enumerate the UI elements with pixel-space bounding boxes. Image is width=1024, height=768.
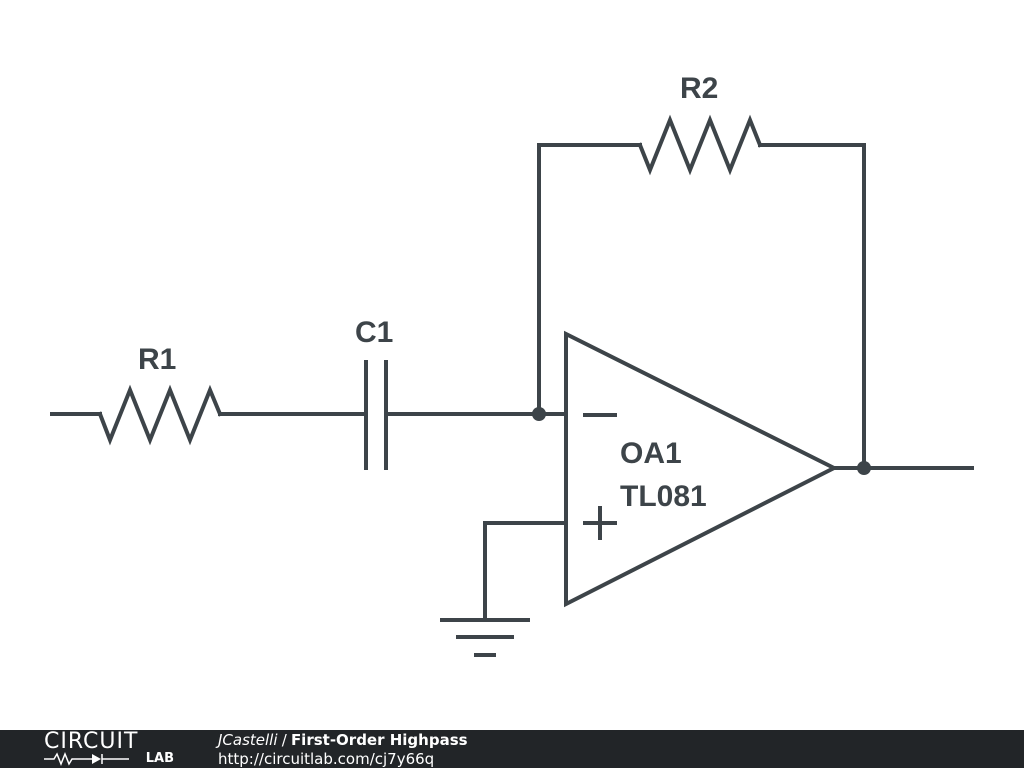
footer-separator: /	[281, 731, 287, 749]
junction-dot-inverting	[532, 407, 546, 421]
junction-dot-output	[857, 461, 871, 475]
opamp-triangle-icon	[564, 330, 839, 608]
schematic-canvas: R1 C1 R2 OA1 TL081	[50, 72, 974, 657]
oa1-part-label: TL081	[620, 480, 707, 513]
footer-info: JCastelli / First-Order Highpass http://…	[218, 731, 468, 768]
r1-label: R1	[138, 343, 176, 376]
circuitlab-logo[interactable]: CIRCUIT LAB	[44, 730, 176, 768]
footer-bar: CIRCUIT LAB JCastelli / First-Order High…	[0, 730, 1024, 768]
author-link[interactable]: JCastelli	[218, 731, 278, 749]
circuit-title: First-Order Highpass	[290, 731, 468, 749]
logo-circuit-icon	[44, 752, 129, 766]
c1-label: C1	[355, 316, 393, 349]
r2-label: R2	[680, 72, 718, 105]
r1-resistor-icon	[97, 384, 223, 446]
logo-bottom-row: LAB	[44, 752, 176, 766]
oa1-label: OA1	[620, 437, 682, 470]
r2-resistor-icon	[637, 114, 763, 176]
ground-icon	[440, 618, 530, 657]
logo-top-text: CIRCUIT	[44, 729, 139, 754]
logo-bottom-text: LAB	[145, 751, 174, 766]
feedback-wire-right	[758, 143, 866, 470]
circuit-url-link[interactable]: http://circuitlab.com/cj7y66q	[218, 750, 435, 768]
feedback-wire-left	[537, 143, 642, 416]
ground-wire	[483, 521, 568, 622]
